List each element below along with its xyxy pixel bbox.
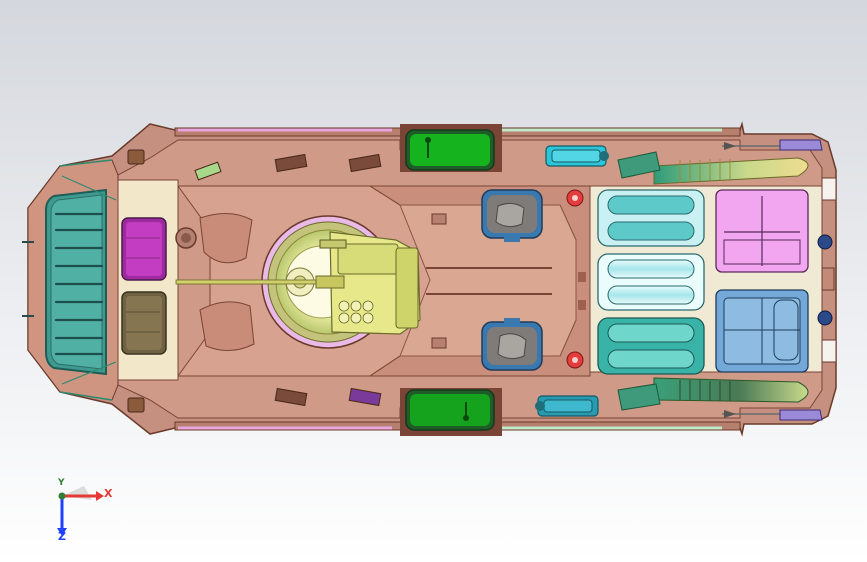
fuel-tank-1[interactable] (597, 189, 705, 247)
tail-light-bottom (722, 409, 823, 421)
z-axis-label: Z (58, 530, 66, 543)
fuel-tank-3[interactable] (597, 317, 705, 375)
turret-top-box (337, 243, 399, 275)
main-gun[interactable] (175, 275, 345, 289)
hatch-plate-top (199, 213, 253, 264)
roof-hatch-front[interactable] (481, 189, 543, 242)
driver-hatch-bottom[interactable] (121, 291, 167, 355)
fuel-tank-2[interactable] (597, 253, 705, 311)
hatch-plate-bottom (199, 301, 255, 351)
stowage-bin-pink[interactable] (715, 189, 809, 273)
side-door-top[interactable] (400, 124, 502, 172)
front-light-right (127, 397, 145, 413)
exhaust-bottom[interactable] (617, 377, 809, 411)
ammo-rack (338, 300, 374, 324)
jerrycan-top[interactable] (545, 145, 609, 167)
side-door-bottom[interactable] (400, 388, 502, 436)
driver-hatch-top[interactable] (121, 217, 167, 281)
grille-slats (54, 212, 104, 356)
front-hatch[interactable] (22, 159, 113, 401)
y-axis-dot (58, 492, 66, 500)
jerrycan-bottom[interactable] (535, 395, 599, 417)
exhaust-top[interactable] (617, 151, 809, 185)
roof-hatch-rear[interactable] (481, 318, 543, 371)
coordinate-triad (57, 486, 104, 536)
vent-slot (274, 153, 308, 173)
tail-light-top (722, 139, 823, 151)
front-light-left (127, 149, 145, 165)
y-axis-label: Y (58, 478, 65, 488)
stowage-bin-blue[interactable] (715, 289, 809, 373)
x-axis-label: X (104, 487, 113, 500)
